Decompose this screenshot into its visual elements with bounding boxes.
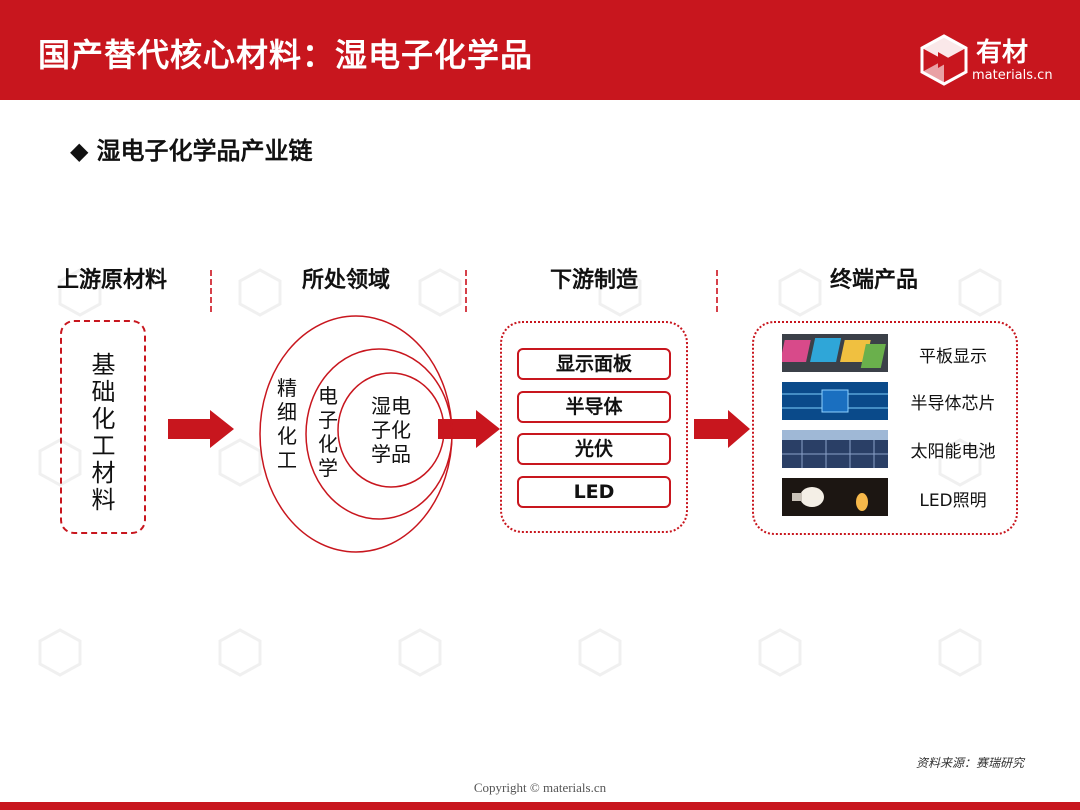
downstream-item: LED <box>517 476 671 508</box>
solar-panel-image <box>782 430 888 468</box>
downstream-item: 光伏 <box>517 433 671 465</box>
polyhedron-logo-icon <box>920 34 968 86</box>
product-label: LED照明 <box>919 491 987 511</box>
header-bar: 国产替代核心材料：湿电子化学品 有材 materials.cn <box>0 0 1080 100</box>
domain-inner-label: 湿电 子化 学品 <box>371 394 411 466</box>
section-title: ◆湿电子化学品产业链 <box>70 131 312 166</box>
flat-panel-image <box>782 334 888 372</box>
column-separator <box>716 270 718 312</box>
upstream-box <box>60 320 146 534</box>
right-arrow-icon <box>694 410 750 448</box>
downstream-box <box>500 321 688 533</box>
domain-nested-circles <box>259 315 453 553</box>
product-label: 平板显示 <box>919 347 987 367</box>
right-arrow-icon <box>168 410 234 448</box>
column-heading-downstream: 下游制造 <box>549 268 638 293</box>
column-separator <box>465 270 467 312</box>
column-heading-upstream: 上游原材料 <box>56 268 167 293</box>
source-note: 资料来源：赛瑞研究 <box>915 756 1024 770</box>
inner-circle <box>337 372 445 488</box>
downstream-item: 显示面板 <box>517 348 671 380</box>
product-label: 太阳能电池 <box>910 442 996 462</box>
column-heading-products: 终端产品 <box>829 268 918 293</box>
downstream-item: 半导体 <box>517 391 671 423</box>
domain-outer-label: 精细化工 <box>277 376 300 472</box>
brand-logo: 有材 materials.cn <box>916 30 1056 90</box>
domain-middle-label: 电子化学 <box>318 384 341 480</box>
copyright: Copyright © materials.cn <box>473 780 607 795</box>
logo-text: 有材 <box>976 38 1029 68</box>
column-heading-domain: 所处领域 <box>301 268 390 293</box>
products-box <box>752 321 1018 535</box>
chip-image <box>782 382 888 420</box>
column-separator <box>210 270 212 312</box>
led-bulb-image <box>782 478 888 516</box>
right-arrow-icon <box>438 410 500 448</box>
middle-circle <box>305 348 453 520</box>
bottom-bar <box>0 802 1080 810</box>
upstream-label: 基础化工材料 <box>87 352 115 514</box>
page-title: 国产替代核心材料：湿电子化学品 <box>38 36 534 74</box>
diamond-bullet-icon: ◆ <box>70 137 89 165</box>
logo-subtext: materials.cn <box>972 68 1053 83</box>
product-label: 半导体芯片 <box>910 394 996 414</box>
section-title-text: 湿电子化学品产业链 <box>96 137 313 165</box>
